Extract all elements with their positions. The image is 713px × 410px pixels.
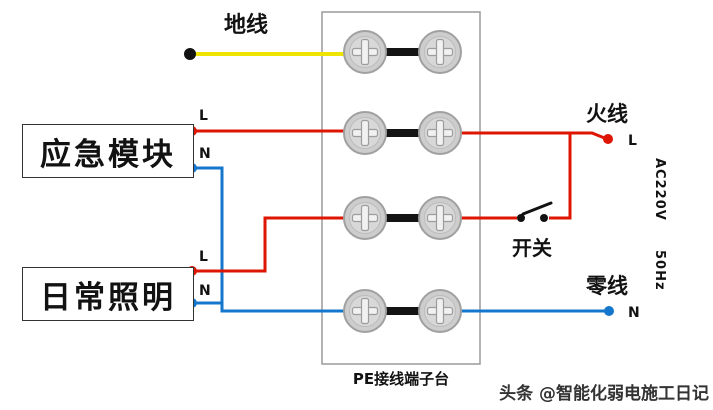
neutral-bus-wire bbox=[192, 166, 365, 313]
switch-branch-wire bbox=[549, 133, 572, 220]
live-terminal-label: L bbox=[628, 133, 637, 149]
emergency-module-label: 应急模块 bbox=[40, 136, 176, 173]
live-feed-wire bbox=[440, 131, 608, 141]
switch-label: 开关 bbox=[512, 236, 552, 260]
neutral-terminal-dot bbox=[604, 306, 614, 316]
switch-lever bbox=[521, 201, 553, 216]
ground-junction-dot bbox=[184, 48, 196, 60]
emergency-module-box: 应急模块 bbox=[22, 124, 194, 178]
switch-contact-right bbox=[540, 214, 548, 222]
screw-terminal-1-left bbox=[343, 30, 387, 74]
screw-terminal-3-left bbox=[343, 196, 387, 240]
bridge-bar-1 bbox=[374, 48, 431, 56]
daily-l-label: L bbox=[199, 249, 208, 265]
emergency-n-label: N bbox=[199, 146, 211, 162]
neutral-terminal-label: N bbox=[628, 305, 640, 321]
screw-terminal-1-right bbox=[418, 30, 462, 74]
bridge-bar-3 bbox=[374, 214, 431, 222]
frequency-label: 50Hz bbox=[652, 250, 667, 291]
ground-label: 地线 bbox=[224, 13, 269, 38]
daily-lighting-label: 日常照明 bbox=[40, 279, 176, 316]
voltage-label: AC220V bbox=[652, 158, 667, 221]
live-wire-label: 火线 bbox=[586, 102, 628, 126]
screw-terminal-3-right bbox=[418, 196, 462, 240]
watermark: 头条 @智能化弱电施工日记 bbox=[499, 384, 709, 404]
switch-contact-left bbox=[517, 214, 525, 222]
neutral-wire-label: 零线 bbox=[586, 274, 628, 298]
daily-lighting-box: 日常照明 bbox=[22, 267, 194, 321]
emergency-l-label: L bbox=[199, 108, 208, 124]
screw-terminal-2-right bbox=[418, 111, 462, 155]
daily-n-label: N bbox=[199, 283, 211, 299]
screw-terminal-4-left bbox=[343, 289, 387, 333]
live-terminal-dot bbox=[603, 134, 613, 144]
bridge-bar-4 bbox=[374, 307, 431, 315]
daily-live-wire bbox=[192, 216, 365, 273]
screw-terminal-4-right bbox=[418, 289, 462, 333]
power-rating: AC220V 50Hz bbox=[652, 158, 667, 291]
terminal-block-label: PE接线端子台 bbox=[352, 370, 450, 388]
bridge-bar-2 bbox=[374, 129, 431, 137]
screw-terminal-2-left bbox=[343, 111, 387, 155]
